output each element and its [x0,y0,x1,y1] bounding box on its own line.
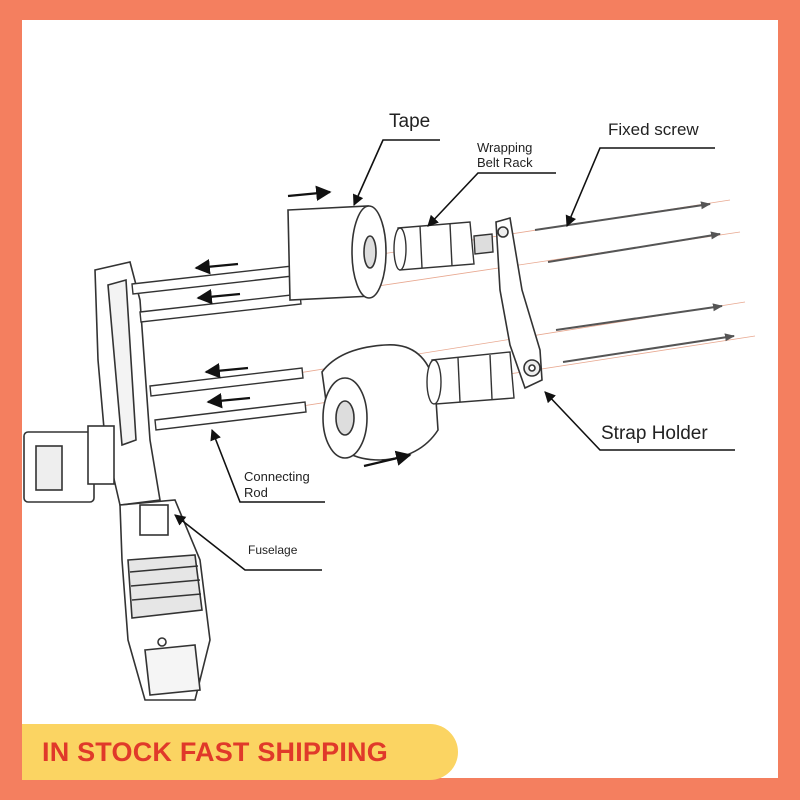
label-connecting-rod-line2: Rod [244,485,268,500]
tape-roll-bottom [321,344,439,461]
stock-banner: IN STOCK FAST SHIPPING [22,724,458,780]
fixed-screws [534,201,735,363]
wrapping-belt-rack [393,221,515,405]
label-connecting-rod-line1: Connecting [244,469,310,484]
tool-body [23,261,211,701]
connecting-rods [131,265,307,431]
label-tape: Tape [389,111,431,132]
stock-banner-text: IN STOCK FAST SHIPPING [42,736,388,767]
callout-lines [174,139,735,571]
label-wrapping-belt-rack-line1: Wrapping [477,140,533,155]
motion-arrows [194,185,412,468]
tape-roll-top [287,205,387,301]
strap-holder [495,216,543,390]
label-fuselage: Fuselage [248,543,298,557]
label-wrapping-belt-rack-line2: Belt Rack [477,155,533,170]
label-strap-holder: Strap Holder [601,423,708,444]
label-fixed-screw: Fixed screw [608,120,699,139]
